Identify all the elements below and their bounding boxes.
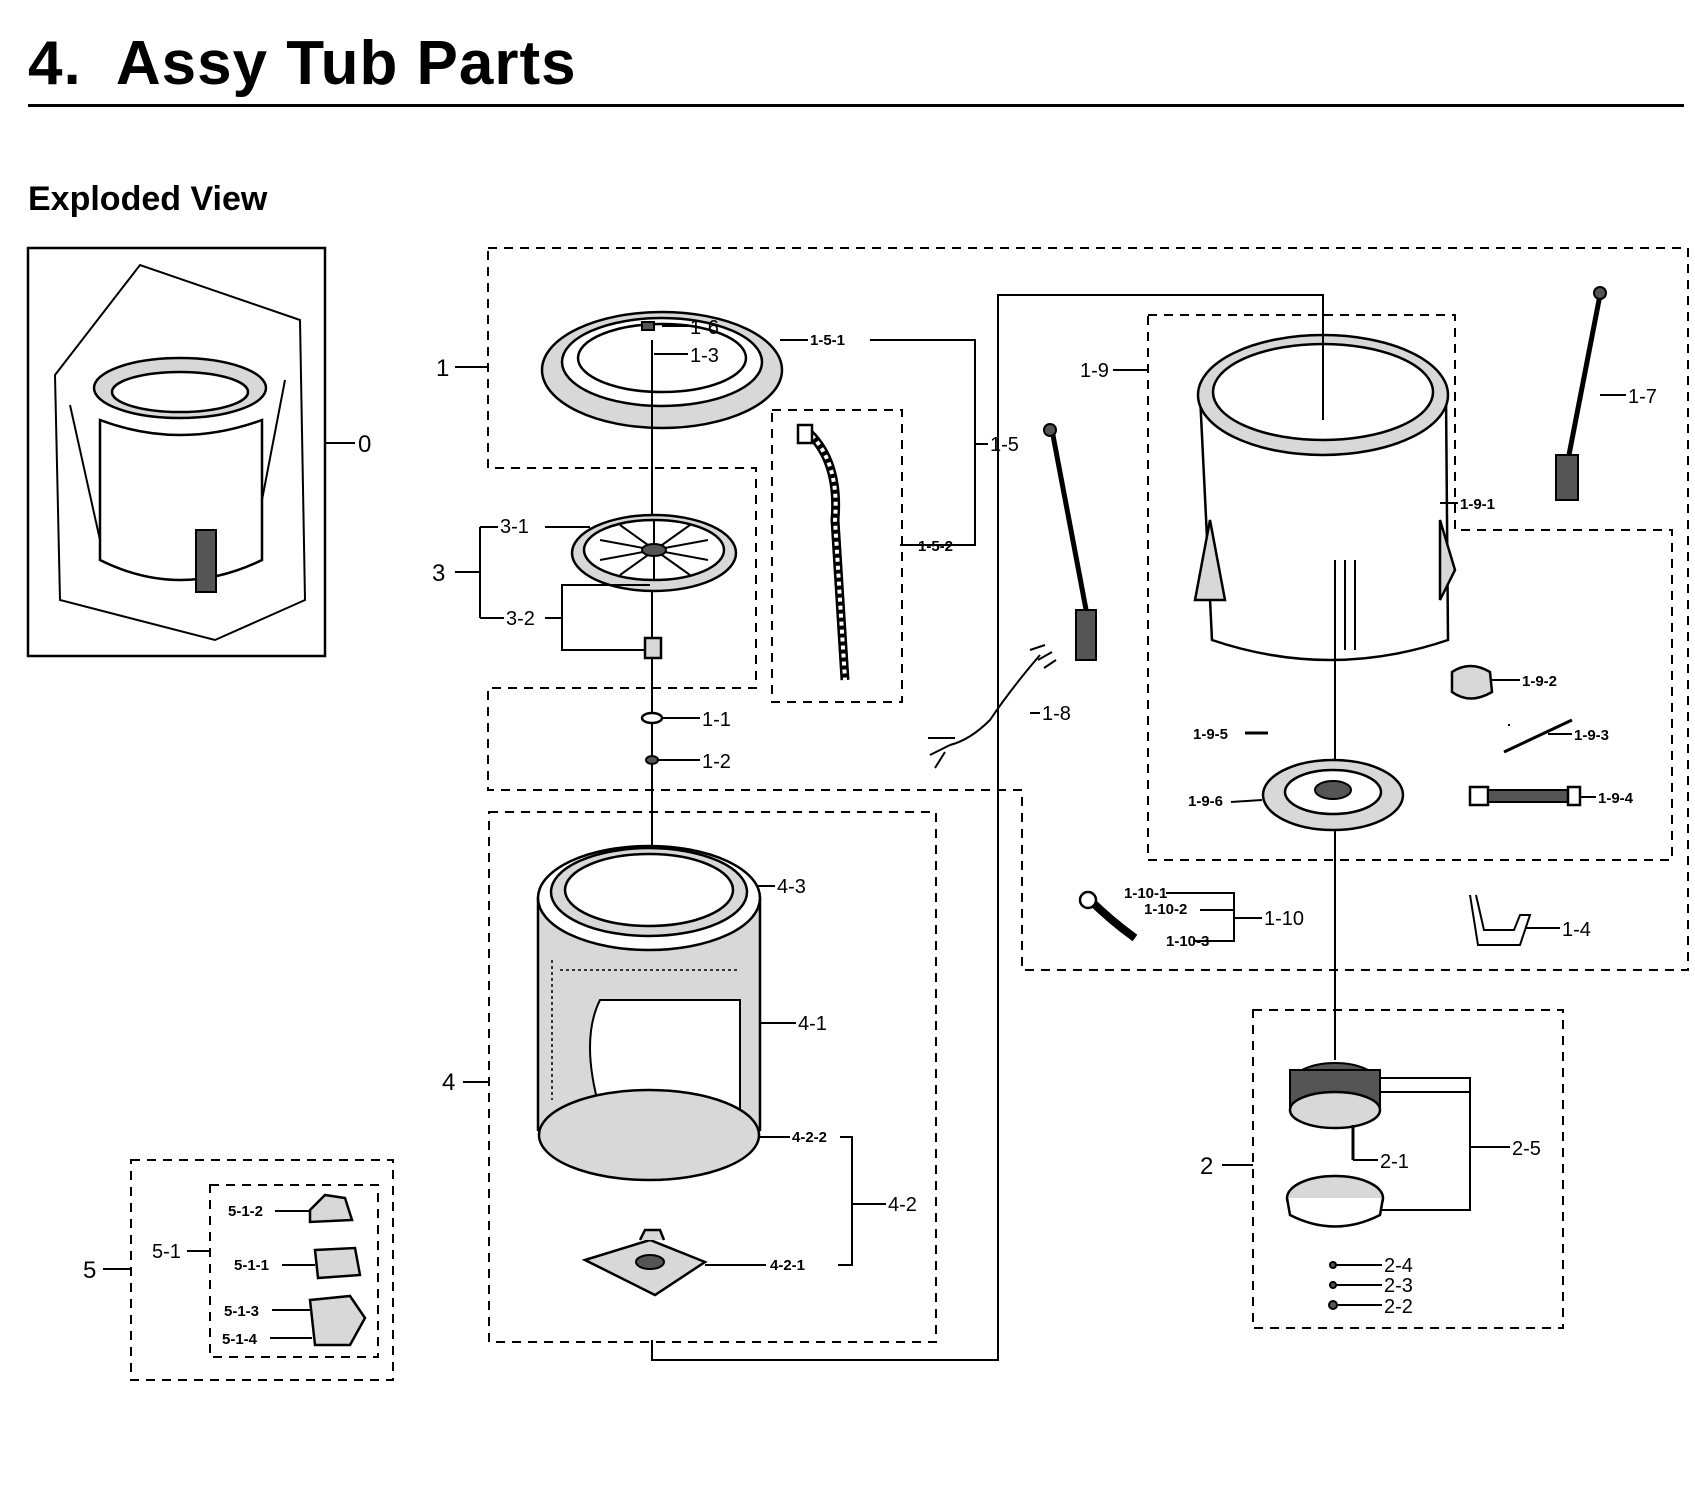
callout-1-9-5: 1-9-5 xyxy=(1193,726,1228,743)
drain-hose xyxy=(1078,890,1138,942)
callout-1-9-1: 1-9-1 xyxy=(1460,496,1495,513)
callout-1-9: 1-9 xyxy=(1080,360,1109,382)
callout-5-1-2: 5-1-2 xyxy=(228,1203,263,1220)
brake-plate xyxy=(1261,758,1405,832)
group-1-5-2-frame xyxy=(771,409,903,703)
callout-1-4: 1-4 xyxy=(1562,919,1591,941)
part-1-9-3 xyxy=(1503,718,1573,754)
callout-5-1-1: 5-1-1 xyxy=(234,1257,269,1274)
callout-1-6: 1-6 xyxy=(690,317,719,339)
callout-4-3: 4-3 xyxy=(777,876,806,898)
callout-1-10-3: 1-10-3 xyxy=(1166,933,1209,950)
callout-3-2: 3-2 xyxy=(506,608,535,630)
callout-1-7: 1-7 xyxy=(1628,386,1657,408)
callout-1-8: 1-8 xyxy=(1042,703,1071,725)
part-1-9-4 xyxy=(1468,785,1582,807)
flange-shaft xyxy=(581,1228,708,1297)
document-title: 4. Assy Tub Parts xyxy=(28,29,577,98)
callout-2-5: 2-5 xyxy=(1512,1138,1541,1160)
part-1-9-2 xyxy=(1450,664,1494,700)
callout-2-4: 2-4 xyxy=(1384,1255,1413,1277)
callout-0: 0 xyxy=(358,431,371,458)
suspension-rod xyxy=(1043,423,1097,661)
drain-pump-parts xyxy=(308,1193,367,1347)
group-5-1-frame xyxy=(209,1184,379,1358)
callout-1-5-2: 1-5-2 xyxy=(918,538,953,555)
callout-4-1: 4-1 xyxy=(798,1013,827,1035)
callout-2-3: 2-3 xyxy=(1384,1275,1413,1297)
callout-5-1-4: 5-1-4 xyxy=(222,1331,258,1348)
part-1-1 xyxy=(640,711,664,725)
callout-4-2-1: 4-2-1 xyxy=(770,1257,805,1274)
group-1-9-frame xyxy=(1147,314,1673,861)
callout-1-10-2: 1-10-2 xyxy=(1144,901,1187,918)
callout-1-10: 1-10 xyxy=(1264,908,1304,930)
callout-4-2-2: 4-2-2 xyxy=(792,1129,827,1146)
callout-2-2: 2-2 xyxy=(1384,1296,1413,1318)
group-2-frame xyxy=(1252,1009,1564,1329)
part-1-4 xyxy=(1469,894,1532,946)
callout-1-9-2: 1-9-2 xyxy=(1522,673,1557,690)
title-rule xyxy=(28,104,1684,107)
callout-1-5-1: 1-5-1 xyxy=(810,332,845,349)
callout-1-2: 1-2 xyxy=(702,751,731,773)
callout-5-1: 5-1 xyxy=(152,1241,181,1263)
wire-harness xyxy=(928,644,1057,769)
callout-1-9-6: 1-9-6 xyxy=(1188,793,1223,810)
motor-rotor xyxy=(1285,1174,1385,1228)
callout-5: 5 xyxy=(83,1257,96,1284)
callout-1-10-1: 1-10-1 xyxy=(1124,885,1167,902)
callout-3: 3 xyxy=(432,560,445,587)
suspension-rod-1-7 xyxy=(1555,286,1607,501)
callout-4-2: 4-2 xyxy=(888,1194,917,1216)
leader-lines xyxy=(103,294,1626,1361)
motor-stator xyxy=(1288,1062,1382,1130)
callout-1-3: 1-3 xyxy=(690,345,719,367)
overview-assembly xyxy=(26,246,355,658)
callout-2: 2 xyxy=(1200,1153,1213,1180)
outer-tub xyxy=(1193,333,1457,662)
callout-1-1: 1-1 xyxy=(702,709,731,731)
group-1-frame xyxy=(487,247,1689,971)
pulsator xyxy=(570,513,738,660)
callout-1-5: 1-5 xyxy=(990,434,1019,456)
callout-2-1: 2-1 xyxy=(1380,1151,1409,1173)
callout-1-9-4: 1-9-4 xyxy=(1598,790,1634,807)
part-1-2 xyxy=(645,755,659,765)
callout-1-9-3: 1-9-3 xyxy=(1574,727,1609,744)
callout-4: 4 xyxy=(442,1069,455,1096)
callout-3-1: 3-1 xyxy=(500,516,529,538)
inlet-hose xyxy=(796,423,850,681)
callout-5-1-3: 5-1-3 xyxy=(224,1303,259,1320)
callout-1: 1 xyxy=(436,355,449,382)
group-4-frame xyxy=(488,811,937,1343)
exploded-view-heading: Exploded View xyxy=(28,180,268,218)
wash-basket xyxy=(536,844,762,1182)
tub-cover xyxy=(540,310,784,430)
